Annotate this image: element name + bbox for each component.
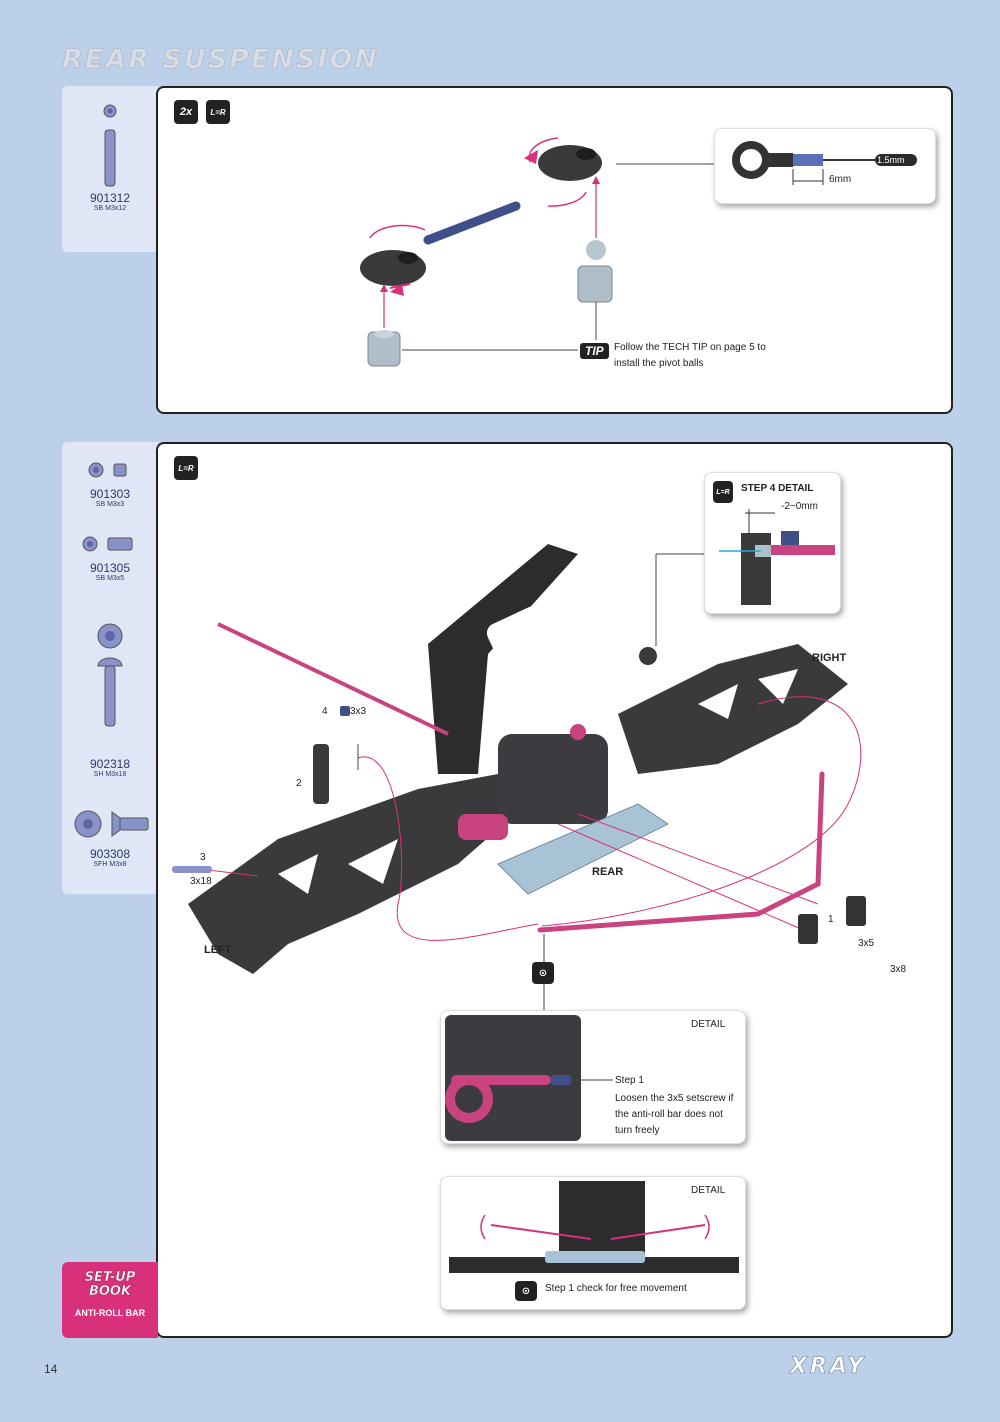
detail-1-callout: DETAIL Step 1 Loosen the 3x5 setscrew if… xyxy=(440,1010,746,1144)
range-label: -2~0mm xyxy=(781,501,818,512)
detail-2-text: Step 1 check for free movement xyxy=(545,1283,687,1294)
setup-book-line1: SET-UP xyxy=(84,1270,136,1285)
tip-line1: Follow the TECH TIP on page 5 to xyxy=(614,342,766,353)
page-title: REAR SUSPENSION xyxy=(62,44,380,76)
parts-panel-step2: 901303 SB M3x3 901305 SB M3x5 902318 SH … xyxy=(62,442,158,894)
rear-label: REAR xyxy=(592,866,624,878)
quantity-badge: 2x xyxy=(174,100,198,124)
turnbuckle-drawing xyxy=(360,137,714,367)
step2-number: 2 xyxy=(296,778,302,789)
step4-detail-title: STEP 4 DETAIL xyxy=(741,483,814,494)
detail-1-line1: Loosen the 3x5 setscrew if xyxy=(615,1093,734,1104)
brand-logo: XRAY xyxy=(790,1354,867,1380)
setup-book-sub: ANTI-ROLL BAR xyxy=(74,1308,146,1318)
ball-end-measure-drawing xyxy=(732,141,917,185)
flat-head-screw-icon xyxy=(74,810,149,838)
screw-icon xyxy=(103,104,117,187)
left-label: LEFT xyxy=(204,944,232,956)
part-901305: 901305 SB M3x5 xyxy=(89,561,131,583)
step2-panel: L=R xyxy=(156,442,953,1338)
part-902318: 902318 SH M3x18 xyxy=(89,757,131,779)
tip-badge: TIP xyxy=(580,343,609,359)
detail-2-callout: DETAIL ⊙ Step 1 check for free movement xyxy=(440,1176,746,1310)
symmetry-badge: L=R xyxy=(174,456,198,480)
part-901312: 901312 SB M3x12 xyxy=(89,191,131,213)
step1-size2: 3x8 xyxy=(890,964,907,975)
gearbox-detail-drawing xyxy=(445,1015,613,1141)
setscrew-depth-drawing xyxy=(719,509,835,605)
detail-1-line3: turn freely xyxy=(615,1125,660,1136)
step4-size: 3x3 xyxy=(350,706,367,717)
tip-line2: install the pivot balls xyxy=(614,358,704,369)
part-901303: 901303 SB M3x3 xyxy=(89,487,131,509)
free-movement-drawing xyxy=(449,1181,739,1273)
measure-callout: 1.5mm 6mm xyxy=(714,128,936,204)
step3-number: 3 xyxy=(200,852,206,863)
button-head-screw-icon xyxy=(97,623,123,727)
step1-number: 1 xyxy=(828,914,834,925)
step3-size: 3x18 xyxy=(190,876,212,887)
check-movement-icon: ⊙ xyxy=(532,962,554,984)
detail-1-step: Step 1 xyxy=(615,1075,644,1086)
step1-size1: 3x5 xyxy=(858,938,875,949)
setscrew-3x5-icon xyxy=(82,536,133,552)
chassis-assembly-drawing xyxy=(172,544,866,1010)
length-label: 6mm xyxy=(829,174,852,185)
step4-number: 4 xyxy=(322,706,328,717)
detail-2-title: DETAIL xyxy=(691,1185,726,1196)
parts-panel-step1: 901312 SB M3x12 xyxy=(62,86,158,252)
detail-1-line2: the anti-roll bar does not xyxy=(615,1109,723,1120)
step4-detail-callout: L=R STEP 4 DETAIL -2~0mm xyxy=(704,472,841,614)
detail-1-title: DETAIL xyxy=(691,1019,726,1030)
page-number: 14 xyxy=(44,1362,58,1376)
part-903308: 903308 SFH M3x8 xyxy=(89,847,131,869)
tool-size-label: 1.5mm xyxy=(877,155,905,165)
right-label: RIGHT xyxy=(812,652,847,664)
setup-book-line2: BOOK xyxy=(88,1284,132,1299)
setup-book-tag: SET-UP BOOK ANTI-ROLL BAR xyxy=(62,1262,158,1338)
setscrew-3x3-icon xyxy=(88,462,127,478)
symmetry-badge: L=R xyxy=(206,100,230,124)
symmetry-badge: L=R xyxy=(713,481,733,503)
check-movement-icon: ⊙ xyxy=(515,1281,537,1301)
step1-panel: 2x L=R xyxy=(156,86,953,414)
